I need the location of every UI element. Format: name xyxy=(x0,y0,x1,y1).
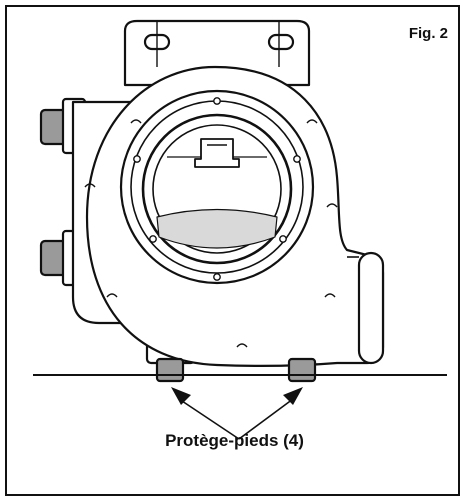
arrowhead-left-icon xyxy=(171,387,191,405)
clip-7 xyxy=(324,293,336,298)
inlet-handle xyxy=(194,138,240,168)
figure-number: Fig. 2 xyxy=(408,25,448,42)
screw-bottom-right xyxy=(279,235,287,243)
screw-bottom xyxy=(213,273,221,281)
arrowhead-right-icon xyxy=(283,387,303,405)
clip-2 xyxy=(306,119,318,124)
inner-shade xyxy=(156,208,278,249)
blower-illustration xyxy=(33,19,447,440)
figure-frame: Fig. 2 xyxy=(5,5,460,496)
foot-protector-left xyxy=(155,357,185,383)
clip-4 xyxy=(326,203,338,208)
top-bracket xyxy=(123,19,311,87)
clip-3 xyxy=(84,183,96,188)
screw-top xyxy=(213,97,221,105)
screw-right xyxy=(293,155,301,163)
bracket-slot-right xyxy=(267,33,295,51)
leader-right xyxy=(238,398,294,440)
clip-6 xyxy=(236,343,248,348)
foot-protector-right xyxy=(287,357,317,383)
clip-5 xyxy=(106,293,118,298)
screw-bottom-left xyxy=(149,235,157,243)
screw-left xyxy=(133,155,141,163)
leader-left xyxy=(178,398,240,440)
callout-label: Protège-pieds (4) xyxy=(165,431,304,450)
outlet-pipe xyxy=(357,251,385,365)
clip-1 xyxy=(130,119,142,124)
